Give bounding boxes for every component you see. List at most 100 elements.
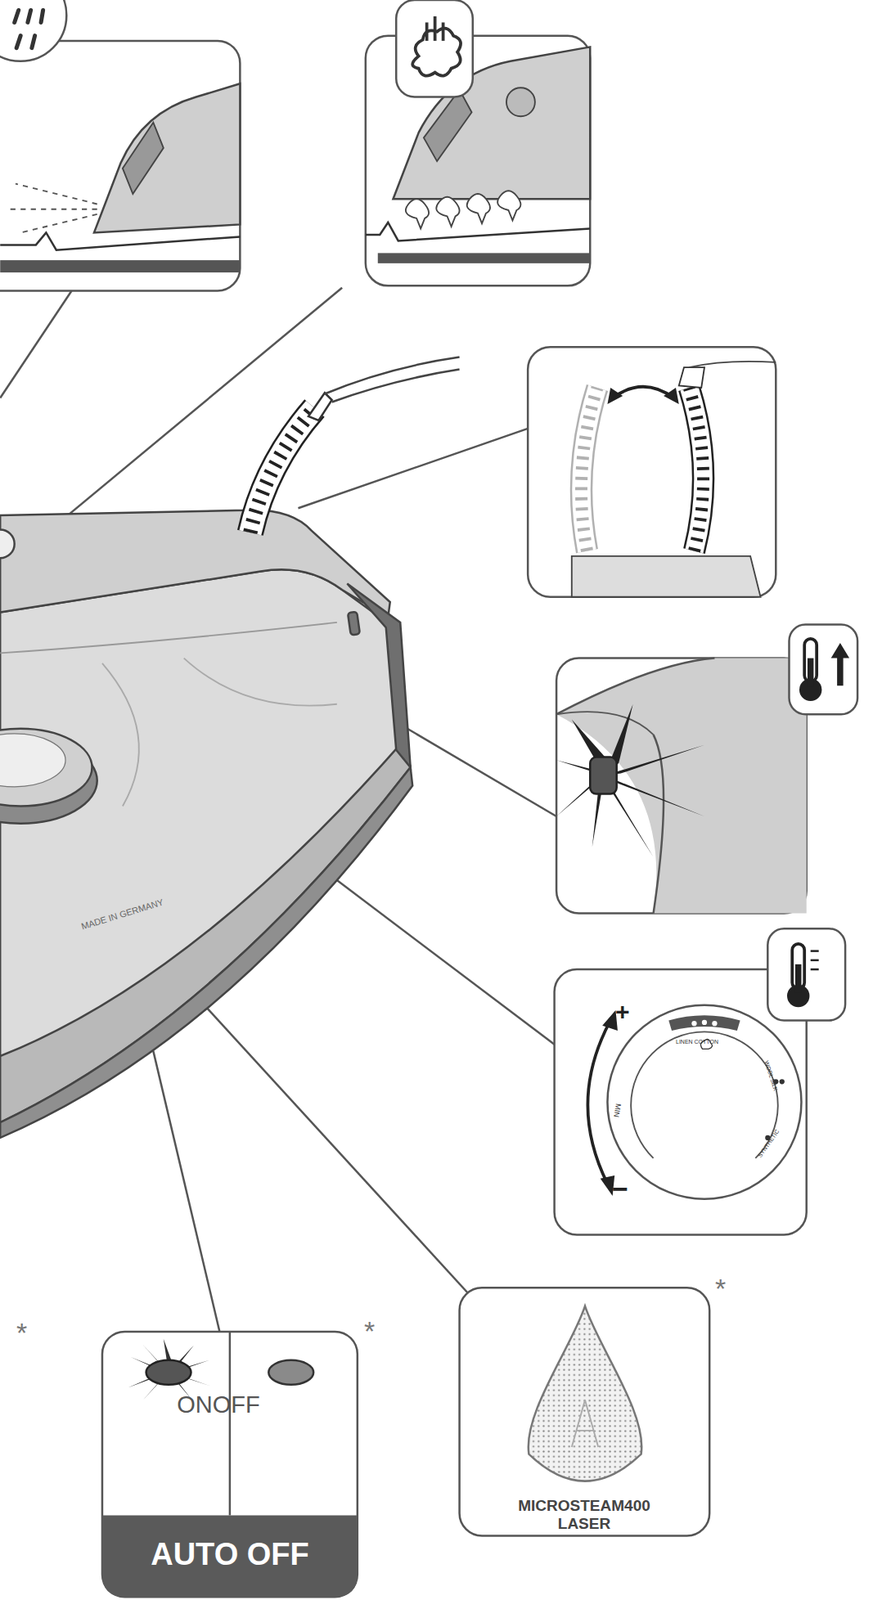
illustration-part <box>31 36 36 49</box>
illustration-part <box>306 857 557 1047</box>
illustration-part <box>556 704 705 858</box>
illustration-part <box>405 198 429 229</box>
illustration-part <box>807 658 814 688</box>
illustration-part <box>679 367 705 388</box>
illustration-part <box>580 387 597 552</box>
illustration-part <box>668 1015 740 1031</box>
illustration-part <box>250 408 315 533</box>
footnote-asterisk: * <box>364 1317 375 1346</box>
leader-lines <box>0 288 557 1332</box>
illustration-part <box>0 0 67 62</box>
illustration-part <box>788 624 858 715</box>
illustration-part <box>580 387 597 552</box>
illustration-part <box>250 408 315 533</box>
illustration-part <box>27 9 32 23</box>
plus-sign: + <box>615 999 630 1025</box>
illustration-part <box>436 197 459 227</box>
illustration-part <box>556 711 654 735</box>
illustration-part <box>122 122 164 194</box>
illustration-part <box>14 9 19 23</box>
illustration-part <box>691 1020 717 1026</box>
heat-light-panel <box>556 624 858 914</box>
illustration-part <box>441 22 446 41</box>
illustration-part <box>40 9 43 23</box>
illustration-part <box>405 190 522 229</box>
on-off-label: ONOFF <box>128 1391 309 1419</box>
illustration-part <box>427 16 444 41</box>
illustration-part <box>688 387 703 552</box>
illustration-part <box>587 1020 611 1184</box>
illustration-part <box>0 232 240 250</box>
illustration-part <box>332 369 460 403</box>
illustration-part <box>0 260 240 273</box>
illustration-part <box>604 745 705 776</box>
illustration-part <box>688 387 703 552</box>
illustration-part <box>0 529 15 558</box>
illustration-part <box>767 928 846 1021</box>
illustration-part <box>604 775 705 817</box>
illustration-part <box>580 387 597 552</box>
illustration-part <box>607 1005 801 1200</box>
illustration-part <box>459 1287 711 1536</box>
illustration-part <box>528 1306 643 1482</box>
illustration-part <box>0 733 66 788</box>
illustration-part <box>347 612 360 636</box>
illustration-part <box>663 387 680 405</box>
illustration-part <box>102 663 140 807</box>
illustration-part <box>346 584 410 769</box>
illustration-part <box>378 252 590 263</box>
illustration-part <box>810 951 819 970</box>
illustration-part <box>16 36 21 49</box>
illustration-part <box>497 190 521 221</box>
illustration-part <box>779 1079 785 1085</box>
illustration-part <box>580 387 597 552</box>
illustration-part <box>229 1332 231 1517</box>
illustration-part <box>297 428 528 509</box>
illustration-part <box>831 643 850 686</box>
illustration-part <box>589 757 617 795</box>
illustration-part <box>146 1360 192 1386</box>
footnote-asterisk: * <box>715 1274 726 1303</box>
illustration-part <box>94 83 240 233</box>
power-cable <box>250 357 460 534</box>
illustration-part <box>688 387 703 552</box>
illustration-part <box>0 40 240 292</box>
illustration-part <box>102 1515 358 1598</box>
illustration-part <box>0 767 413 1139</box>
illustration-part <box>810 968 819 971</box>
iron-body <box>0 510 413 1139</box>
dial-panel <box>554 928 846 1235</box>
dial-setting: MIN <box>612 1102 622 1118</box>
illustration-part <box>0 729 92 807</box>
illustration-part <box>688 361 776 368</box>
illustration-part <box>711 1021 717 1026</box>
illustration-part <box>467 193 491 224</box>
illustration-part <box>571 556 761 598</box>
soleplate-panel-box: MICROSTEAM400 LASER <box>459 1288 710 1537</box>
illustration-part <box>0 510 391 618</box>
illustration-part <box>425 22 429 41</box>
illustration-part <box>153 1051 220 1332</box>
illustration-part <box>308 392 333 421</box>
illustration-part <box>10 208 98 211</box>
illustration-part <box>14 9 44 48</box>
illustration-part <box>810 959 819 962</box>
footnote-asterisk: * <box>16 1318 27 1347</box>
illustration-part <box>506 87 536 117</box>
illustration-part <box>556 658 807 914</box>
illustration-part <box>250 408 315 533</box>
illustration-part <box>691 1021 697 1026</box>
auto-off-panel <box>102 1332 358 1598</box>
illustration-part <box>396 0 473 98</box>
illustration-part <box>10 184 98 234</box>
illustration-part <box>0 291 72 399</box>
illustration-part <box>688 387 703 552</box>
illustration-part <box>702 1020 707 1026</box>
illustration-part <box>795 964 801 994</box>
illustration-part <box>527 346 776 598</box>
illustration-part <box>607 387 623 405</box>
minus-sign: − <box>612 1174 629 1203</box>
auto-off-panel-box: ONOFFAUTO OFF <box>102 1332 358 1598</box>
illustration-part <box>810 949 819 952</box>
illustration-part <box>571 1400 599 1448</box>
